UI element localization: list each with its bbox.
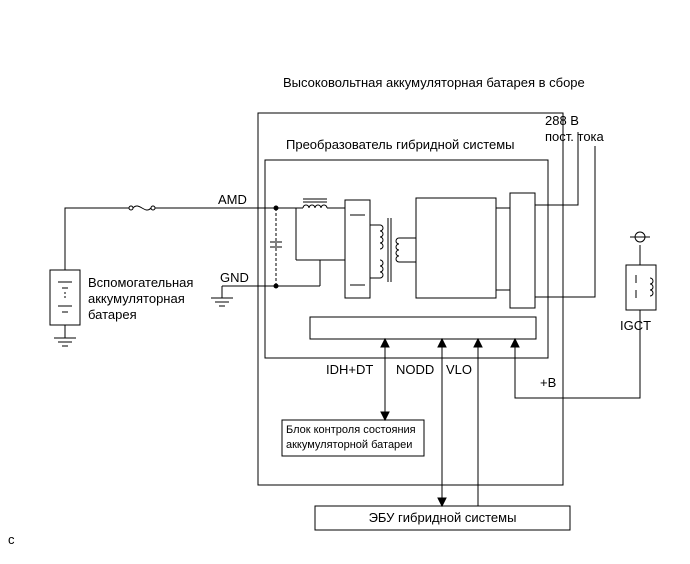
nodd-label: NODD	[396, 362, 435, 377]
rectifier-block	[415, 197, 497, 299]
plus-b-label: +B	[540, 375, 557, 390]
plus-b-wire	[510, 310, 641, 399]
input-filter	[270, 198, 345, 287]
idh-label: IDH+DT	[326, 362, 374, 377]
assembly-box	[257, 112, 564, 486]
transformer-icon	[370, 218, 416, 282]
battery-monitor-box	[281, 419, 425, 457]
igct-relay-icon	[625, 245, 657, 311]
nodd-signal-line	[437, 337, 447, 508]
amd-wire	[64, 205, 279, 270]
switch-block	[344, 199, 371, 299]
monitor-label-line2: аккумуляторной батареи	[286, 439, 413, 451]
assembly-title: Высоковольтная аккумуляторная батарея в …	[283, 75, 585, 90]
amd-label: AMD	[218, 192, 247, 207]
battery-ground-icon	[54, 337, 76, 347]
vlo-signal-line	[473, 337, 483, 506]
igct-power-terminal-icon	[630, 231, 650, 243]
ecu-label: ЭБУ гибридной системы	[368, 510, 517, 525]
idh-signal-line	[380, 337, 390, 422]
auxiliary-battery-icon	[49, 269, 81, 338]
aux-battery-label-line3: батарея	[88, 307, 137, 322]
gnd-label: GND	[220, 270, 249, 285]
igct-label: IGCT	[620, 318, 652, 333]
converter-title: Преобразователь гибридной системы	[286, 137, 515, 152]
control-bar	[309, 316, 537, 340]
converter-box	[264, 159, 549, 359]
hv-negative-wire	[535, 146, 596, 298]
vlo-label: VLO	[446, 362, 473, 377]
corner-mark: c	[8, 532, 15, 547]
monitor-label-line1: Блок контроля состояния	[286, 424, 416, 436]
voltage-label-line2: пост. тока	[545, 129, 604, 144]
aux-battery-label-line1: Вспомогательная	[88, 275, 194, 290]
hv-positive-wire	[535, 132, 579, 206]
aux-battery-label-line2: аккумуляторная	[88, 291, 185, 306]
gnd-ground-icon	[211, 297, 233, 307]
ecu-box	[314, 505, 571, 531]
voltage-label-line1: 288 В	[545, 113, 579, 128]
hv-connector-block	[509, 192, 536, 309]
